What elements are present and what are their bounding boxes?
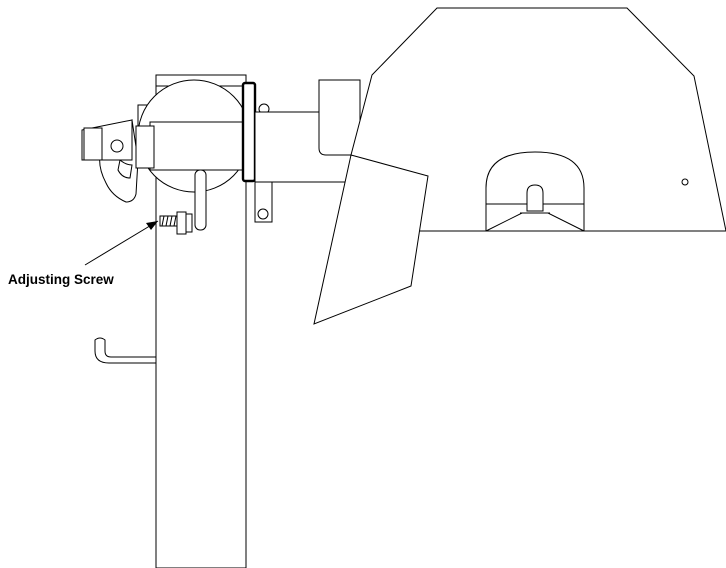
pivot-handle: [81, 119, 133, 161]
mounting-plate: [241, 81, 257, 183]
flange-nut: [135, 125, 155, 169]
adjusting-screw-label: Adjusting Screw: [8, 272, 114, 287]
adjusting-screw: [159, 211, 193, 235]
callout-arrow: [84, 220, 159, 266]
motor-shroud: [313, 154, 429, 325]
guard-arch: [485, 151, 585, 232]
guard-hole: [681, 178, 689, 186]
motor-cap: [318, 79, 361, 156]
locking-pin: [194, 169, 207, 231]
side-hook: [94, 337, 157, 364]
pivot-shaft: [149, 121, 245, 171]
